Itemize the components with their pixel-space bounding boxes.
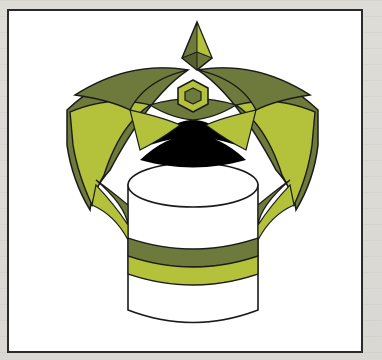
hexagon-jewel-icon [178,80,208,112]
cylinder-body [128,163,258,323]
diamond-finial-icon [182,22,212,70]
